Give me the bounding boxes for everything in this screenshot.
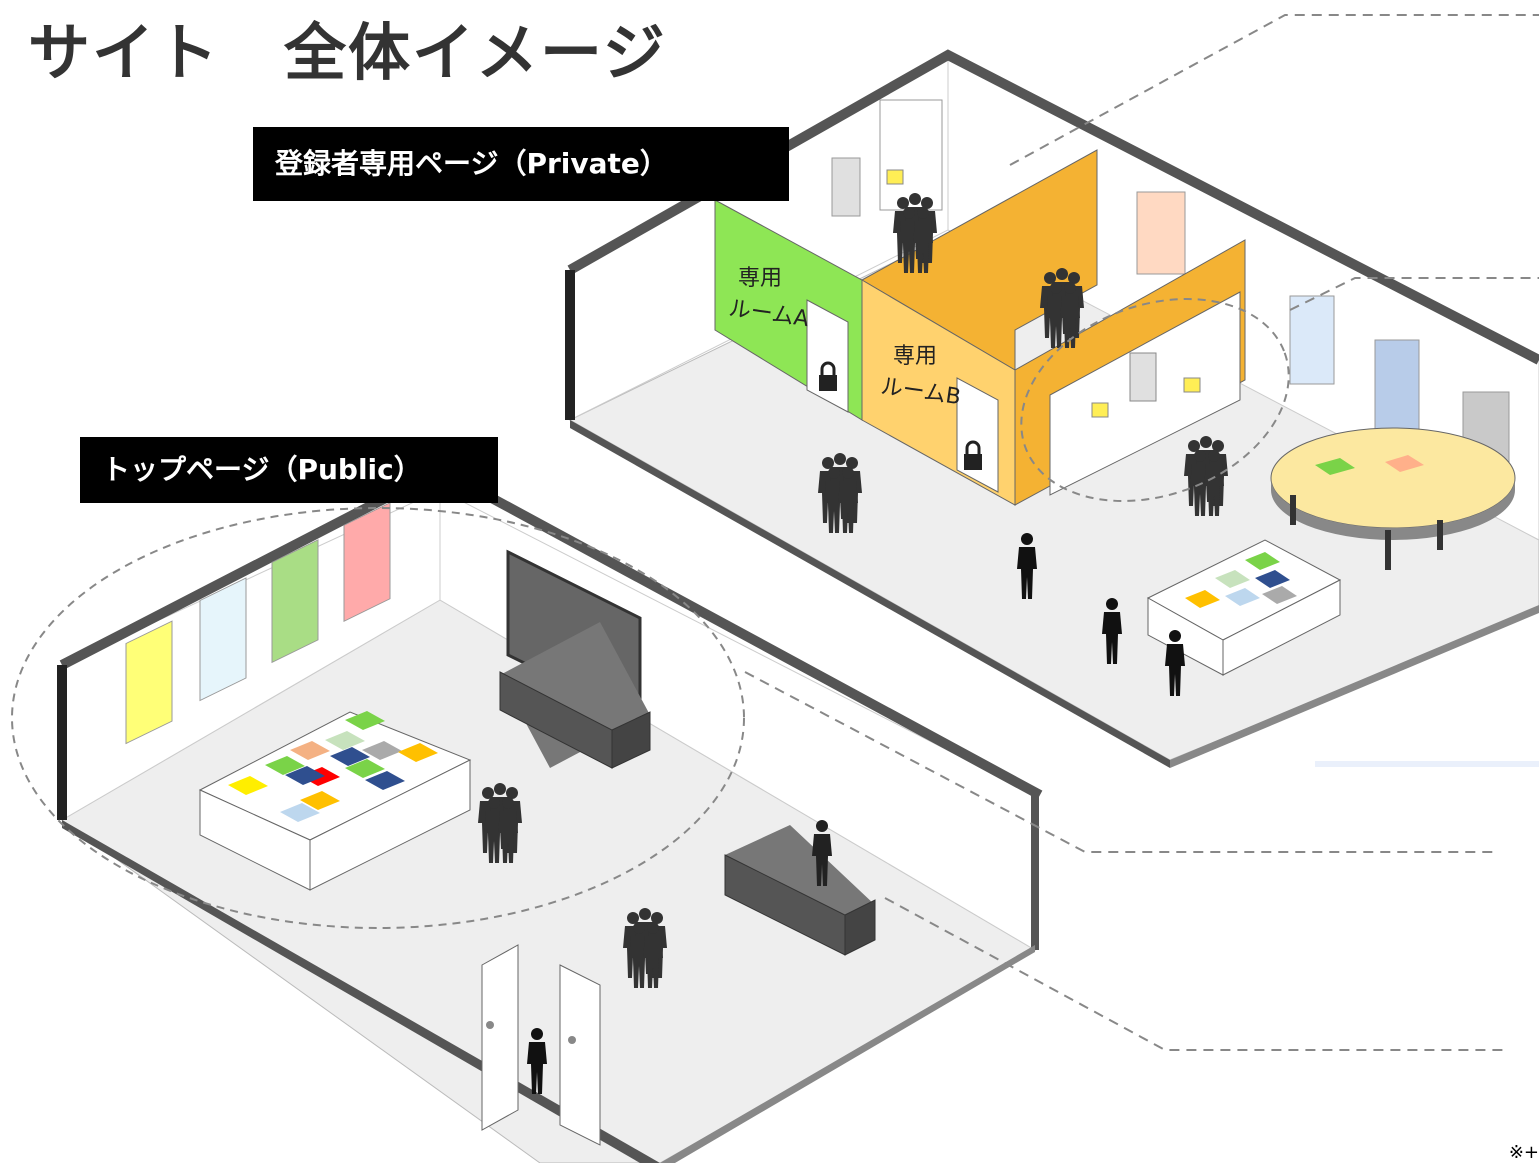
poster-paleblue (199, 577, 247, 702)
callout-line-1 (1009, 14, 1539, 166)
note-yellow-2 (1091, 402, 1109, 418)
note-yellow-3 (1183, 377, 1201, 393)
private-floor-edge-right (1170, 605, 1539, 768)
private-floor-edge (570, 420, 1170, 768)
poster-green (271, 539, 319, 664)
lock-icon (964, 440, 982, 470)
room-b-label-line1: 専用 (893, 344, 937, 369)
page-title: サイト 全体イメージ (28, 16, 667, 89)
note-gray (1129, 352, 1157, 402)
focus-ellipse-private (1020, 298, 1290, 502)
whiteboard-back (879, 99, 943, 211)
private-room: 専用 ルームA 専用 ルームB (565, 49, 1539, 768)
callout-line-4 (884, 897, 1505, 1051)
poster-lightblue (1289, 295, 1335, 385)
poster-yellow (125, 620, 173, 745)
door-icon (481, 944, 519, 1131)
callout-line-2 (1289, 277, 1539, 311)
lock-icon (819, 361, 837, 391)
note-yellow (886, 169, 904, 185)
room-a-door (806, 299, 849, 413)
reception-counter (724, 825, 876, 956)
private-area-label: 登録者専用ページ（Private） (253, 127, 789, 201)
poster-peach (1136, 191, 1186, 275)
public-area-label: トップページ（Public） (80, 437, 498, 503)
poster-gray (831, 157, 861, 217)
door-icon (559, 964, 601, 1146)
room-a-label-line1: 専用 (738, 266, 782, 291)
public-room (11, 464, 1043, 1163)
display-table-public (198, 711, 472, 891)
callout-lines (744, 14, 1539, 1051)
footnote: ※+ (1508, 1142, 1539, 1163)
poster-pink (343, 502, 391, 622)
focus-ellipse-public (11, 507, 745, 929)
table-icon (1270, 427, 1516, 570)
tv-icon (499, 549, 651, 769)
callout-line-3 (744, 671, 1495, 853)
display-table (1146, 539, 1342, 676)
public-floor-edge-right (660, 945, 1035, 1163)
